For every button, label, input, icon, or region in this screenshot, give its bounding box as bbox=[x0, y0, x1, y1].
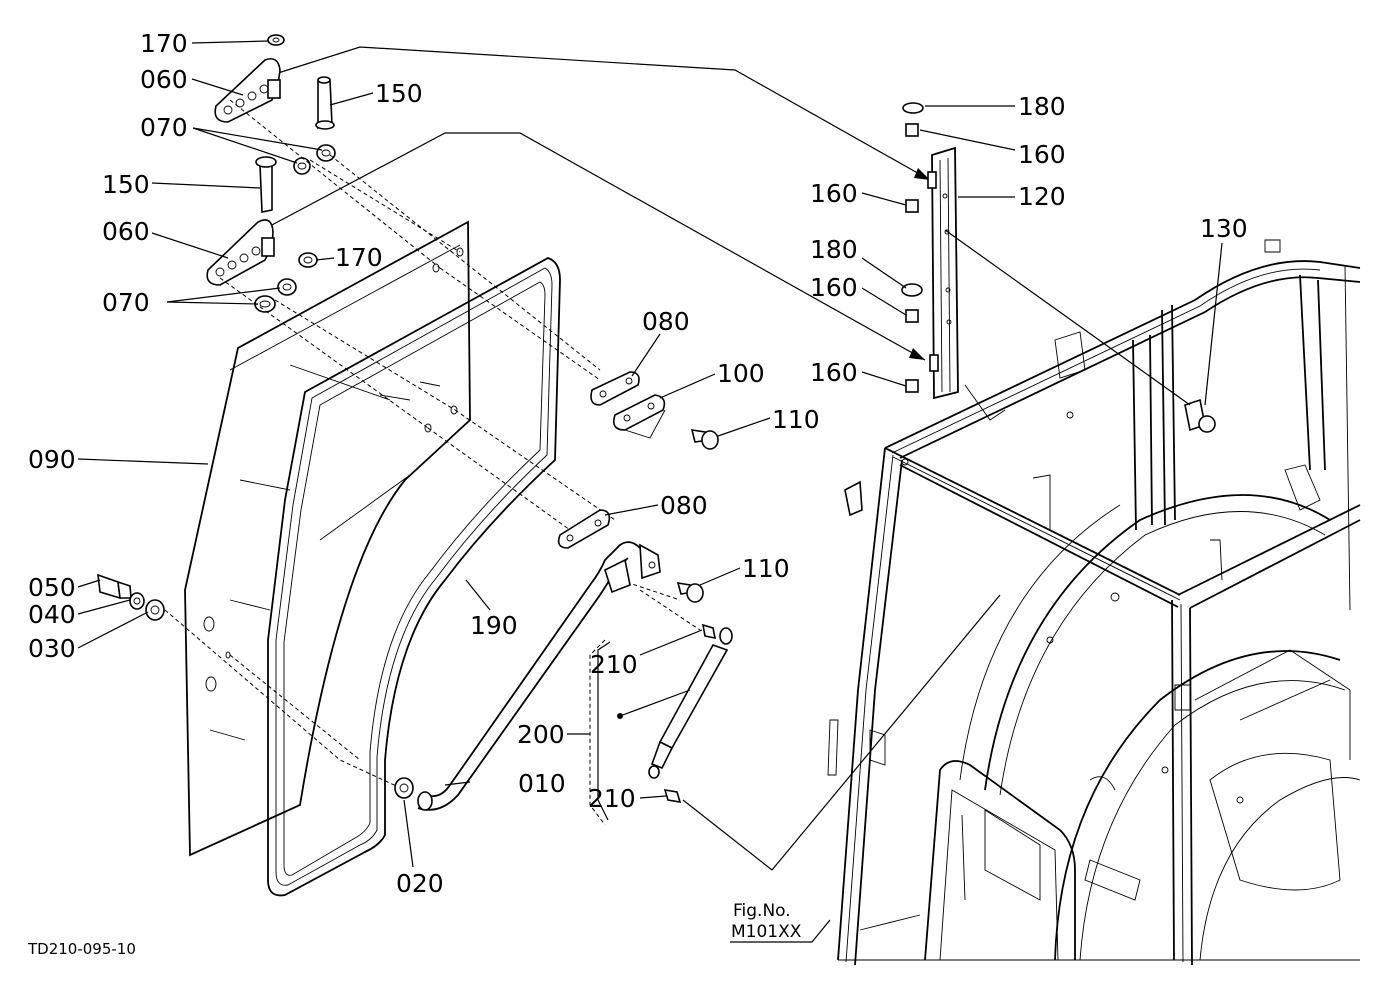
drawing-id: TD210-095-10 bbox=[27, 940, 136, 958]
callout-190: 190 bbox=[470, 611, 518, 640]
callout-010: 010 bbox=[518, 769, 566, 798]
callout-070-mid: 070 bbox=[102, 288, 150, 317]
callout-120: 120 bbox=[1018, 182, 1066, 211]
assembly-axes bbox=[164, 99, 701, 791]
callout-180-mid: 180 bbox=[810, 235, 858, 264]
figure-reference-line1: Fig.No. bbox=[733, 901, 791, 921]
callout-050: 050 bbox=[28, 573, 76, 602]
figure-reference-line2: M101XX bbox=[731, 922, 802, 942]
arrowheads bbox=[909, 168, 930, 360]
callout-labels: 170 060 150 070 150 060 170 070 090 080 … bbox=[28, 29, 1248, 898]
callout-110-mid: 110 bbox=[742, 554, 790, 583]
callout-leaders bbox=[77, 40, 1223, 943]
strap-parts bbox=[557, 371, 719, 603]
side-rail-120 bbox=[901, 102, 959, 400]
callout-150-top: 150 bbox=[375, 79, 423, 108]
door-seal-190 bbox=[267, 257, 561, 897]
callout-090: 090 bbox=[28, 445, 76, 474]
hinge-upper bbox=[214, 34, 336, 175]
callout-080-mid: 080 bbox=[660, 491, 708, 520]
callout-020: 020 bbox=[396, 869, 444, 898]
gas-strut-200 bbox=[589, 623, 733, 826]
callout-060-mid: 060 bbox=[102, 217, 150, 246]
reference-lines bbox=[269, 46, 1191, 871]
callout-060-top: 060 bbox=[140, 65, 188, 94]
callout-040: 040 bbox=[28, 600, 76, 629]
hinge-lower bbox=[206, 156, 318, 313]
stay-rod-010 bbox=[394, 541, 661, 811]
callout-160-left: 160 bbox=[810, 179, 858, 208]
callout-080-top: 080 bbox=[642, 307, 690, 336]
callout-210-top: 210 bbox=[590, 650, 638, 679]
callout-130: 130 bbox=[1200, 214, 1248, 243]
callout-160-bottom: 160 bbox=[810, 358, 858, 387]
callout-110-top: 110 bbox=[772, 405, 820, 434]
callout-170-top: 170 bbox=[140, 29, 188, 58]
callout-150-mid: 150 bbox=[102, 170, 150, 199]
bolt-washer-stack bbox=[97, 573, 165, 621]
callout-070-top: 070 bbox=[140, 113, 188, 142]
callout-100: 100 bbox=[717, 359, 765, 388]
callout-210-bottom: 210 bbox=[588, 784, 636, 813]
callout-170-mid: 170 bbox=[335, 243, 383, 272]
cab-frame bbox=[827, 239, 1361, 966]
bolt-130 bbox=[1184, 398, 1216, 433]
callout-180-top: 180 bbox=[1018, 92, 1066, 121]
callout-030: 030 bbox=[28, 634, 76, 663]
door-glass-090 bbox=[184, 220, 471, 857]
callout-160-mid: 160 bbox=[810, 273, 858, 302]
callout-200: 200 bbox=[517, 720, 565, 749]
callout-160-top: 160 bbox=[1018, 140, 1066, 169]
